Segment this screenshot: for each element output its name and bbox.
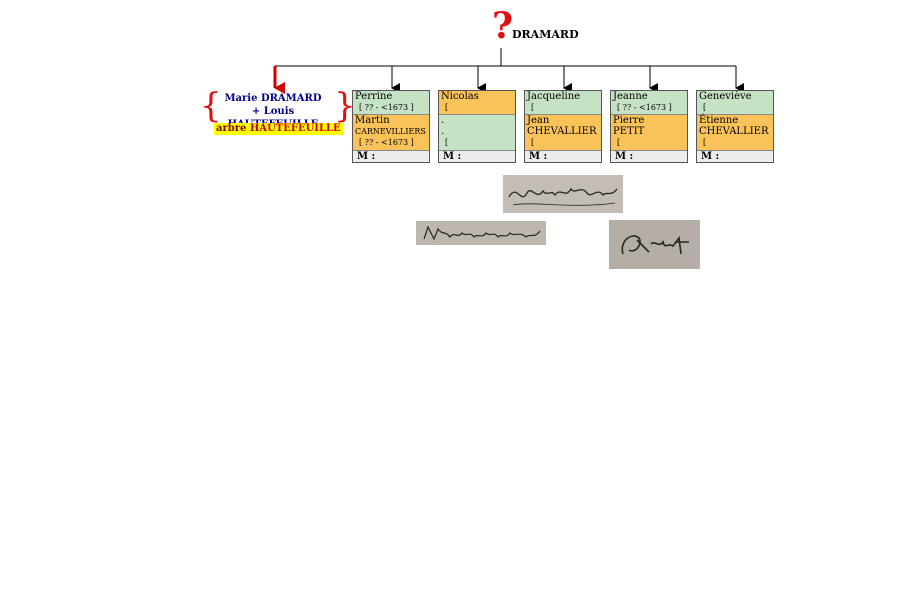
marriage-row: M : <box>353 150 429 162</box>
child-dates: [ <box>703 103 707 112</box>
family-surname: DRAMARD <box>512 28 579 41</box>
spouse-dates: [ ?? - <1673 ] <box>359 138 414 147</box>
spouse-first-name: Jean <box>527 115 550 126</box>
spouse-first-name: . <box>441 115 445 126</box>
child-section: Jacqueline [ <box>525 91 601 114</box>
child-section: Nicolas [ <box>439 91 515 114</box>
unknown-parent-mark: ? <box>492 5 514 47</box>
tree-link-name: HAUTEFEUILLE <box>249 123 341 134</box>
signature-pierre-petit-image <box>621 235 689 255</box>
child-dates: [ <box>445 103 449 112</box>
child-card-genevieve[interactable]: Geneviève [ Étienne CHEVALLIER [ M : <box>696 90 774 163</box>
spouse-section: Étienne CHEVALLIER [ <box>697 114 773 150</box>
child-first-name: Nicolas <box>441 91 479 102</box>
spouse-last-name: CHEVALLIER <box>527 126 597 137</box>
spouse-last-name: CHEVALLIER <box>699 126 769 137</box>
child-section: Jeanne [ ?? - <1673 ] <box>611 91 687 114</box>
tree-link-hautefeuille[interactable]: arbre HAUTEFEUILLE <box>214 123 343 135</box>
right-brace: } <box>334 86 356 126</box>
child-card-nicolas[interactable]: Nicolas [ . . [ M : <box>438 90 516 163</box>
child-first-name: Jeanne <box>613 91 648 102</box>
signature-jean-chevallier[interactable] <box>503 175 623 213</box>
child-first-name: Jacqueline <box>527 91 581 102</box>
signature-nicolas-dramard[interactable] <box>416 221 546 245</box>
spouse-first-name: Pierre <box>613 115 645 126</box>
child-dates: [ <box>531 103 535 112</box>
spouse-first-name: Martin <box>355 115 390 126</box>
spouse-last-name: PETIT <box>613 126 645 137</box>
spouse-last-name: CARNEVILLIERS <box>355 127 426 136</box>
child-card-perrine[interactable]: Perrine [ ?? - <1673 ] Martin CARNEVILLI… <box>352 90 430 163</box>
child-section: Perrine [ ?? - <1673 ] <box>353 91 429 114</box>
child-first-name: Perrine <box>355 91 393 102</box>
marriage-row: M : <box>611 150 687 162</box>
couple-block: { Marie DRAMARD + Louis HAUTEFEUILLE } <box>200 86 356 149</box>
spouse-dates: [ <box>703 138 707 147</box>
child-card-jeanne[interactable]: Jeanne [ ?? - <1673 ] Pierre PETIT [ M : <box>610 90 688 163</box>
spouse-dates: [ <box>617 138 621 147</box>
marriage-row: M : <box>697 150 773 162</box>
spouse-dates: [ <box>531 138 535 147</box>
left-brace: { <box>200 86 222 126</box>
spouse-first-name: Étienne <box>699 115 739 126</box>
child-first-name: Geneviève <box>699 91 752 102</box>
couple-line-1[interactable]: Marie DRAMARD <box>224 93 322 104</box>
spouse-dates: [ <box>445 138 449 147</box>
child-card-jacqueline[interactable]: Jacqueline [ Jean CHEVALLIER [ M : <box>524 90 602 163</box>
spouse-last-name: . <box>441 126 445 137</box>
signature-pierre-petit[interactable] <box>609 220 700 269</box>
spouse-section: . . [ <box>439 114 515 150</box>
tree-link-prefix: arbre <box>216 123 247 134</box>
child-section: Geneviève [ <box>697 91 773 114</box>
marriage-row: M : <box>525 150 601 162</box>
spouse-section: Pierre PETIT [ <box>611 114 687 150</box>
spouse-section: Martin CARNEVILLIERS [ ?? - <1673 ] <box>353 114 429 150</box>
spouse-section: Jean CHEVALLIER [ <box>525 114 601 150</box>
child-dates: [ ?? - <1673 ] <box>359 103 414 112</box>
signature-jean-chevallier-image <box>508 187 618 206</box>
signature-nicolas-dramard-image <box>423 225 541 241</box>
marriage-row: M : <box>439 150 515 162</box>
child-dates: [ ?? - <1673 ] <box>617 103 672 112</box>
